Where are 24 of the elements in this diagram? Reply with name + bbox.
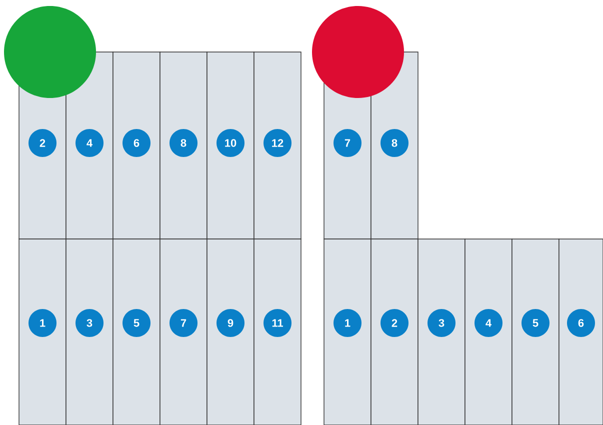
panel-cell: 1 [324, 238, 372, 425]
panel-cell: 12 [254, 52, 302, 240]
panel-cell: 5 [112, 238, 160, 425]
panel-cell: 7 [160, 238, 208, 425]
node-label: 1 [345, 319, 350, 327]
panel-cell: 9 [206, 238, 254, 425]
panel-cell: 1 [18, 238, 66, 425]
panel-cell: 4 [464, 238, 512, 425]
node-label: 3 [86, 319, 92, 327]
node-label: 1 [40, 319, 46, 327]
node-label: 7 [180, 319, 186, 327]
panel-cell: 2 [370, 238, 418, 425]
panel-cell: 8 [160, 52, 208, 240]
panel-cell: 3 [66, 238, 114, 425]
panel-cell: 3 [418, 238, 466, 425]
panel-cell: 6 [558, 238, 603, 425]
node-label: 5 [134, 319, 140, 327]
panel-cell: 10 [206, 52, 254, 240]
panel-cell: 11 [254, 238, 302, 425]
panel-cell: 6 [112, 52, 160, 240]
status-dot [4, 6, 96, 98]
status-dot [312, 6, 404, 98]
node-label: 9 [228, 319, 234, 327]
panel-cell: 5 [512, 238, 560, 425]
